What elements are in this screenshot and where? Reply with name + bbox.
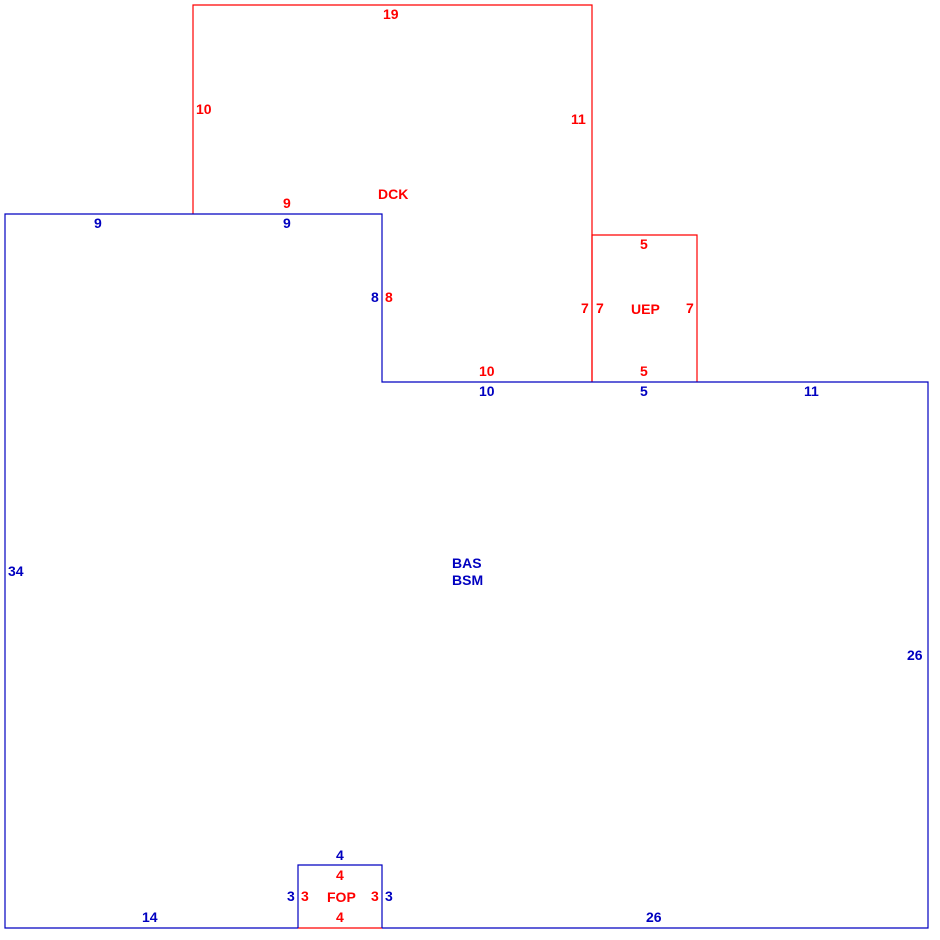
dim-dck-right-lower: 7: [581, 300, 589, 316]
dim-fop-top-blue: 4: [336, 847, 344, 863]
dim-uep-top: 5: [640, 236, 648, 252]
area-label-bas: BAS: [452, 555, 482, 571]
dim-fop-right: 3: [371, 888, 379, 904]
area-label-uep: UEP: [631, 301, 660, 317]
fop-outline: [297, 864, 383, 928]
area-label-dck: DCK: [378, 186, 408, 202]
dim-dck-step-vertical: 8: [385, 289, 393, 305]
dim-uep-left: 7: [596, 300, 604, 316]
area-label-bsm: BSM: [452, 572, 483, 588]
dim-bas-bottom-right: 26: [646, 909, 662, 925]
dim-fop-bottom: 4: [336, 909, 344, 925]
area-label-fop: FOP: [327, 889, 356, 905]
dim-dck-bottom-left: 9: [283, 195, 291, 211]
dim-fop-top: 4: [336, 867, 344, 883]
dim-bas-step-horizontal: 10: [479, 383, 495, 399]
uep-outline: [591, 234, 698, 382]
dim-dck-top: 19: [383, 6, 399, 22]
dim-bas-left: 34: [8, 563, 24, 579]
dim-bas-bottom-left: 14: [142, 909, 158, 925]
dim-bas-top-left: 9: [94, 215, 102, 231]
dck-outline: [192, 4, 593, 382]
dim-fop-left-blue: 3: [287, 888, 295, 904]
dim-fop-right-blue: 3: [385, 888, 393, 904]
dim-uep-bottom: 5: [640, 363, 648, 379]
dim-dck-left: 10: [196, 101, 212, 117]
dim-dck-right-upper: 11: [571, 111, 586, 127]
dim-bas-right: 26: [907, 647, 923, 663]
dim-fop-left: 3: [301, 888, 309, 904]
dim-bas-top-right: 11: [804, 383, 819, 399]
dim-bas-top-mid: 9: [283, 215, 291, 231]
dim-bas-uep-segment: 5: [640, 383, 648, 399]
dim-bas-step-vertical: 8: [371, 289, 379, 305]
dim-uep-right: 7: [686, 300, 694, 316]
dim-dck-bottom: 10: [479, 363, 495, 379]
bas-outline: [4, 213, 929, 929]
